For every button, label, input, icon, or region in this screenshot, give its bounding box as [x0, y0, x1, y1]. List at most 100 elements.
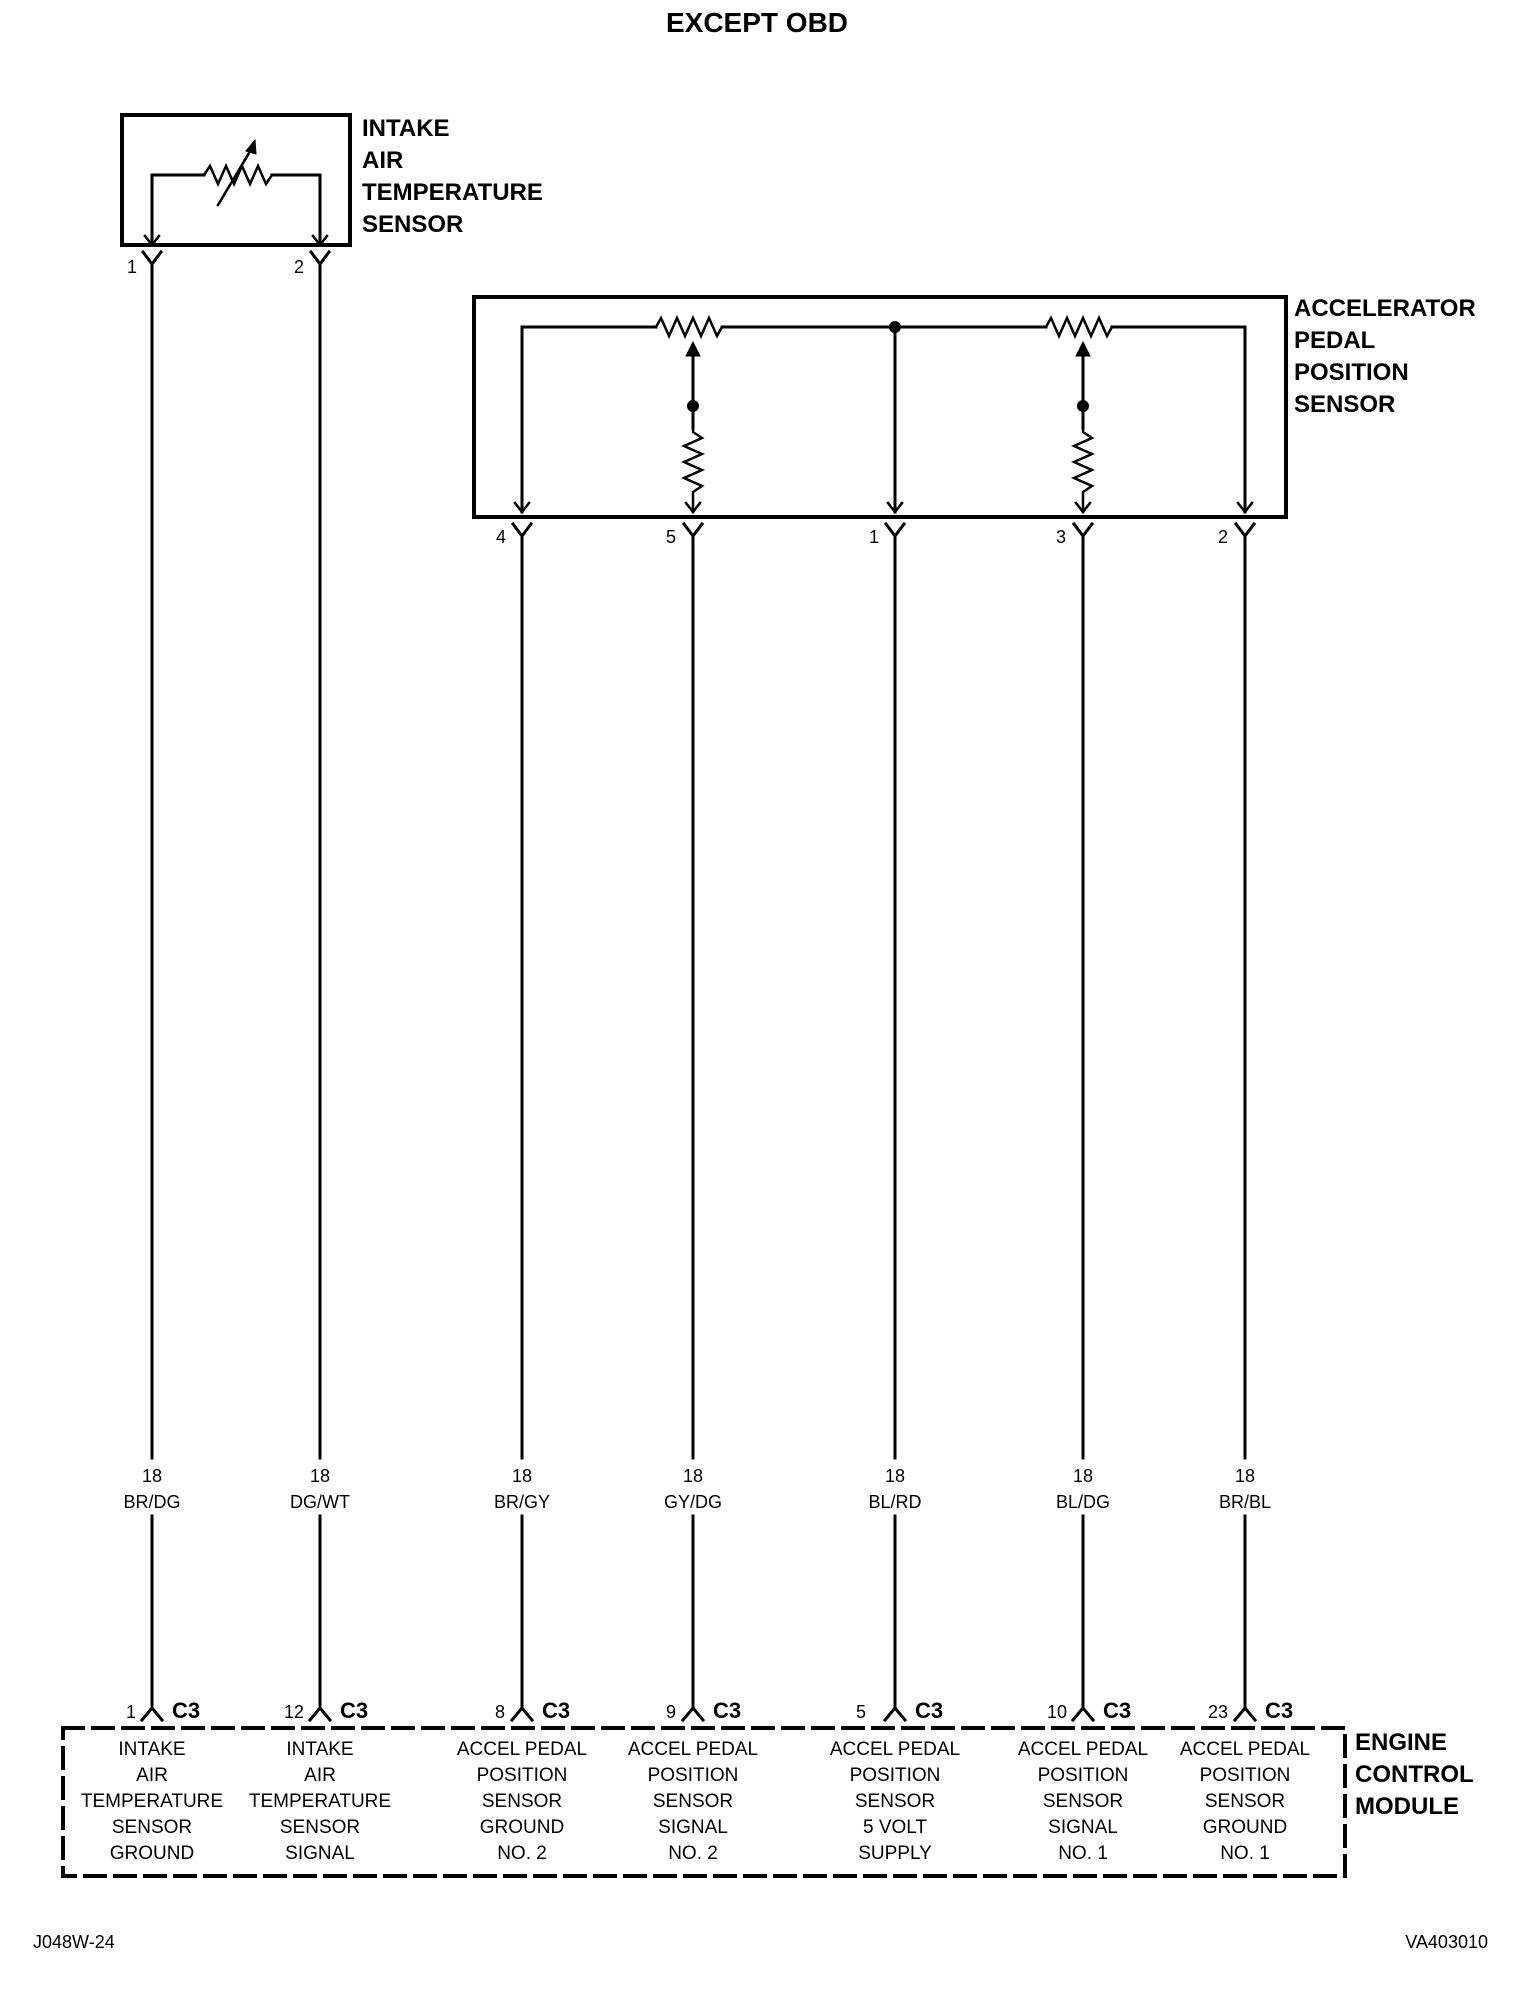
- iat-sensor-box: [120, 113, 352, 247]
- ecm-desc-line: SIGNAL: [1048, 1817, 1118, 1838]
- ecm-pin-number: 23: [1208, 1702, 1228, 1722]
- app-sensor-box: [472, 295, 1288, 519]
- figure-code-right: VA403010: [1405, 1932, 1488, 1952]
- ecm-desc-line: SENSOR: [1043, 1791, 1123, 1812]
- ecm-pin10-connector-icon: [1070, 1705, 1096, 1723]
- iat-pin1-connector-icon: [140, 249, 164, 267]
- wire-gauge: 18: [512, 1466, 532, 1486]
- ecm-desc-line: SENSOR: [1205, 1791, 1285, 1812]
- iat-label-line-4: SENSOR: [362, 211, 463, 238]
- ecm-desc-line: NO. 1: [1058, 1843, 1108, 1864]
- iat-pin2-connector-icon: [308, 249, 332, 267]
- ecm-pin-number: 5: [856, 1702, 866, 1722]
- wire-color: BL/RD: [868, 1492, 921, 1512]
- ecm-pin-number: 9: [666, 1702, 676, 1722]
- ecm-pin-number: 12: [284, 1702, 304, 1722]
- ecm-connector-id: C3: [542, 1698, 570, 1723]
- ecm-desc-line: SENSOR: [855, 1791, 935, 1812]
- wiper-2-arrow-icon: [685, 340, 701, 357]
- app-pin1-connector-icon: [883, 521, 907, 539]
- app-label-line-3: POSITION: [1294, 359, 1409, 386]
- iat-internal-wire-right: [270, 173, 322, 243]
- iat-pin-1-number: 1: [127, 257, 137, 277]
- wire-color: BR/GY: [494, 1492, 550, 1512]
- iat-pin-2-number: 2: [294, 257, 304, 277]
- ecm-desc-line: POSITION: [1200, 1765, 1291, 1786]
- iat-variable-arrow-icon: [216, 146, 254, 207]
- ecm-connector-id: C3: [340, 1698, 368, 1723]
- ecm-connector-id: C3: [915, 1698, 943, 1723]
- app-pin-4-number: 4: [496, 527, 506, 547]
- app-pin4-connector-icon: [510, 521, 534, 539]
- ecm-desc-line: ACCEL PEDAL: [457, 1739, 587, 1760]
- ecm-label-line-2: CONTROL: [1355, 1761, 1474, 1788]
- app-label-line-4: SENSOR: [1294, 391, 1395, 418]
- ecm-desc-line: SIGNAL: [285, 1843, 355, 1864]
- ecm-desc-line: ACCEL PEDAL: [830, 1739, 960, 1760]
- app-pin2-connector-icon: [1233, 521, 1257, 539]
- ecm-desc-line: ACCEL PEDAL: [1018, 1739, 1148, 1760]
- ecm-connector-id: C3: [713, 1698, 741, 1723]
- app-resistor-1: [1070, 426, 1096, 514]
- app-pin3-connector-icon: [1071, 521, 1095, 539]
- wire-color: BR/BL: [1219, 1492, 1271, 1512]
- figure-code-left: J048W-24: [33, 1932, 115, 1952]
- app-pin-3-number: 3: [1056, 527, 1066, 547]
- ecm-pin-number: 1: [126, 1702, 136, 1722]
- iat-label-line-2: AIR: [362, 147, 403, 174]
- ecm-pin-number: 10: [1047, 1702, 1067, 1722]
- ecm-box: [61, 1726, 1347, 1878]
- app-label-line-1: ACCELERATOR: [1294, 295, 1476, 322]
- ecm-desc-line: POSITION: [477, 1765, 568, 1786]
- ecm-desc-line: GROUND: [480, 1817, 564, 1838]
- wire-gauge: 18: [1073, 1466, 1093, 1486]
- ecm-connector-id: C3: [1103, 1698, 1131, 1723]
- ecm-desc-line: GROUND: [110, 1843, 194, 1864]
- app-pin-1-number: 1: [869, 527, 879, 547]
- iat-internal-wire-left: [150, 173, 206, 243]
- ecm-pin9-connector-icon: [680, 1705, 706, 1723]
- ecm-label-line-1: ENGINE: [1355, 1729, 1447, 1756]
- app-resistor-2: [680, 426, 706, 514]
- iat-label-line-1: INTAKE: [362, 115, 450, 142]
- wiper-1-arrow-icon: [1075, 340, 1091, 357]
- ecm-pin23-connector-icon: [1232, 1705, 1258, 1723]
- ecm-desc-line: TEMPERATURE: [81, 1791, 223, 1812]
- app-potentiometer-1: [1044, 314, 1114, 340]
- ecm-desc-line: SUPPLY: [858, 1843, 932, 1864]
- ecm-desc-line: NO. 2: [497, 1843, 547, 1864]
- iat-label-line-3: TEMPERATURE: [362, 179, 543, 206]
- ecm-desc-line: AIR: [304, 1765, 336, 1786]
- app-junction-dot: [889, 321, 901, 333]
- ecm-desc-line: ACCEL PEDAL: [1180, 1739, 1310, 1760]
- ecm-desc-line: GROUND: [1203, 1817, 1287, 1838]
- app-pin-5-number: 5: [666, 527, 676, 547]
- ecm-desc-line: NO. 2: [668, 1843, 718, 1864]
- wiper-2-dot: [687, 400, 699, 412]
- ecm-connector-id: C3: [1265, 1698, 1293, 1723]
- ecm-desc-line: 5 VOLT: [863, 1817, 927, 1838]
- ecm-desc-line: INTAKE: [286, 1739, 353, 1760]
- wire-gauge: 18: [683, 1466, 703, 1486]
- ecm-desc-line: SENSOR: [653, 1791, 733, 1812]
- ecm-pin12-connector-icon: [307, 1705, 333, 1723]
- wire-gauge: 18: [310, 1466, 330, 1486]
- ecm-desc-line: NO. 1: [1220, 1843, 1270, 1864]
- ecm-desc-line: SIGNAL: [658, 1817, 728, 1838]
- app-pin5-connector-icon: [681, 521, 705, 539]
- ecm-desc-line: AIR: [136, 1765, 168, 1786]
- ecm-desc-line: POSITION: [648, 1765, 739, 1786]
- diagram-title: EXCEPT OBD: [666, 7, 848, 38]
- ecm-desc-line: POSITION: [1038, 1765, 1129, 1786]
- ecm-desc-line: SENSOR: [112, 1817, 192, 1838]
- wire-gauge: 18: [1235, 1466, 1255, 1486]
- ecm-desc-line: SENSOR: [482, 1791, 562, 1812]
- wiper-1-dot: [1077, 400, 1089, 412]
- wire-color: BL/DG: [1056, 1492, 1110, 1512]
- app-label-line-2: PEDAL: [1294, 327, 1375, 354]
- ecm-desc-line: ACCEL PEDAL: [628, 1739, 758, 1760]
- ecm-pin5-connector-icon: [882, 1705, 908, 1723]
- wire-gauge: 18: [885, 1466, 905, 1486]
- ecm-desc-line: SENSOR: [280, 1817, 360, 1838]
